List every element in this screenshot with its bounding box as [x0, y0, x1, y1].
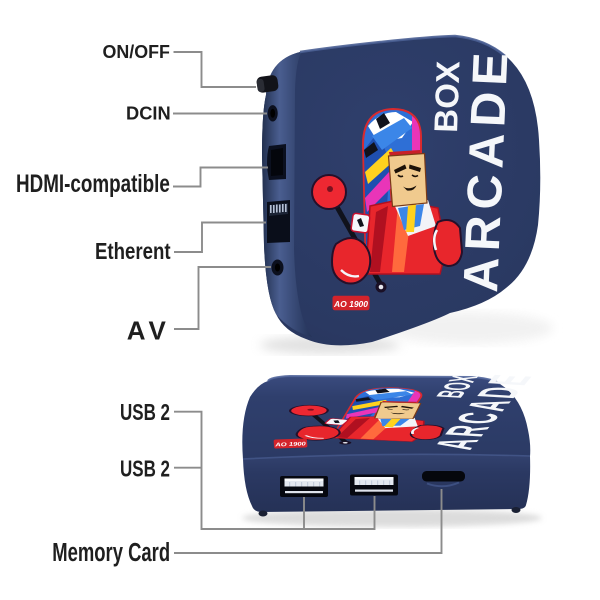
svg-text:USB 2: USB 2	[120, 457, 170, 482]
svg-text:AV: AV	[127, 316, 171, 346]
svg-text:HDMI-compatible: HDMI-compatible	[16, 169, 170, 197]
svg-text:USB 2: USB 2	[120, 401, 170, 426]
svg-text:Memory Card: Memory Card	[52, 538, 170, 567]
svg-text:Etherent: Etherent	[95, 239, 171, 264]
svg-text:ON/OFF: ON/OFF	[103, 42, 170, 62]
svg-text:DCIN: DCIN	[126, 102, 171, 123]
